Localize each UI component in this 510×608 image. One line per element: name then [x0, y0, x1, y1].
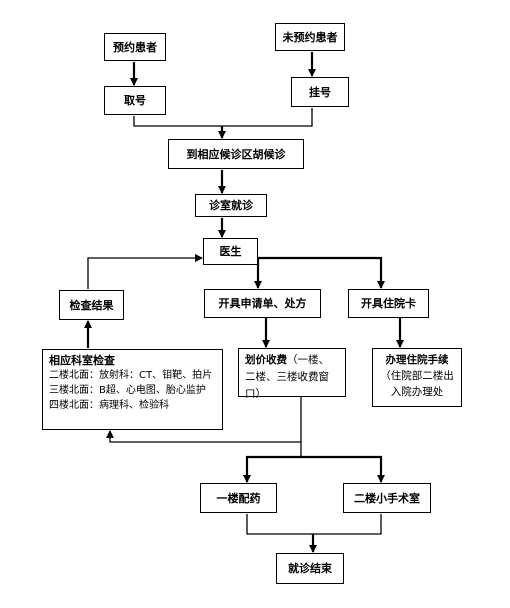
node-surgery-room: 二楼小手术室 [343, 483, 431, 513]
node-reserved-patient-label: 预约患者 [113, 40, 157, 54]
arrow-doctor-to-admission-card [258, 256, 385, 289]
node-admission-card-label: 开具住院卡 [361, 297, 416, 310]
node-waiting-area-label: 到相应候诊区胡候诊 [186, 147, 286, 161]
line-pharmacy-merge [246, 514, 313, 535]
node-doctor: 医生 [203, 238, 258, 265]
node-departments-line-3: 四楼北面：病理科、检验科 [49, 400, 169, 411]
node-prescription-label: 开具申请单、处方 [218, 297, 307, 310]
node-register-label: 挂号 [309, 85, 331, 99]
node-take-number: 取号 [104, 86, 166, 115]
node-unreserved-patient-label: 未预约患者 [282, 30, 338, 44]
arrow-payment-to-departments [106, 430, 301, 443]
node-exam-result: 检查结果 [59, 290, 124, 320]
node-consultation-room: 诊室就诊 [195, 194, 267, 217]
node-doctor-label: 医生 [219, 245, 242, 258]
node-departments-line-2: 三楼北面：B超、心电图、胎心监护 [49, 385, 206, 396]
node-prescription: 开具申请单、处方 [204, 289, 321, 318]
node-register: 挂号 [291, 77, 349, 107]
node-admission-card: 开具住院卡 [348, 289, 429, 318]
node-surgery-room-label: 二楼小手术室 [354, 491, 420, 505]
line-surgery-merge [313, 514, 382, 535]
node-waiting-area: 到相应候诊区胡候诊 [168, 139, 304, 169]
node-admission-text: （住院部二楼出入院办理处 [380, 370, 454, 398]
node-pharmacy-label: 一楼配药 [216, 491, 261, 505]
arrow-payment-to-pharmacy [243, 455, 301, 483]
node-departments-title: 相应科室检查 [49, 354, 115, 367]
node-exam-result-label: 检查结果 [69, 298, 114, 312]
node-reserved-patient: 预约患者 [104, 33, 166, 61]
arrow-payment-to-surgery [301, 455, 385, 483]
node-pharmacy: 一楼配药 [200, 483, 277, 513]
arrow-result-to-doctor [87, 254, 203, 289]
line-register-merge [222, 108, 313, 127]
node-take-number-label: 取号 [124, 94, 146, 107]
node-payment-text: （一楼、二楼、三楼收费窗口） [245, 354, 329, 400]
node-admission-title: 办理住院手续 [385, 354, 449, 366]
line-take-number-merge [133, 116, 222, 127]
node-departments-line-1: 二楼北面：放射科：CT、钼靶、拍片 [49, 370, 213, 381]
node-payment-title: 划价收费 [245, 354, 287, 366]
node-admission: 办理住院手续 （住院部二楼出入院办理处 [372, 348, 462, 407]
node-payment: 划价收费（一楼、二楼、三楼收费窗口） [238, 348, 346, 400]
node-consultation-room-label: 诊室就诊 [209, 199, 253, 212]
node-unreserved-patient: 未预约患者 [275, 23, 345, 51]
node-end: 就诊结束 [276, 553, 344, 584]
node-end-label: 就诊结束 [288, 562, 332, 575]
node-departments: 相应科室检查 二楼北面：放射科：CT、钼靶、拍片 三楼北面：B超、心电图、胎心监… [42, 349, 223, 430]
